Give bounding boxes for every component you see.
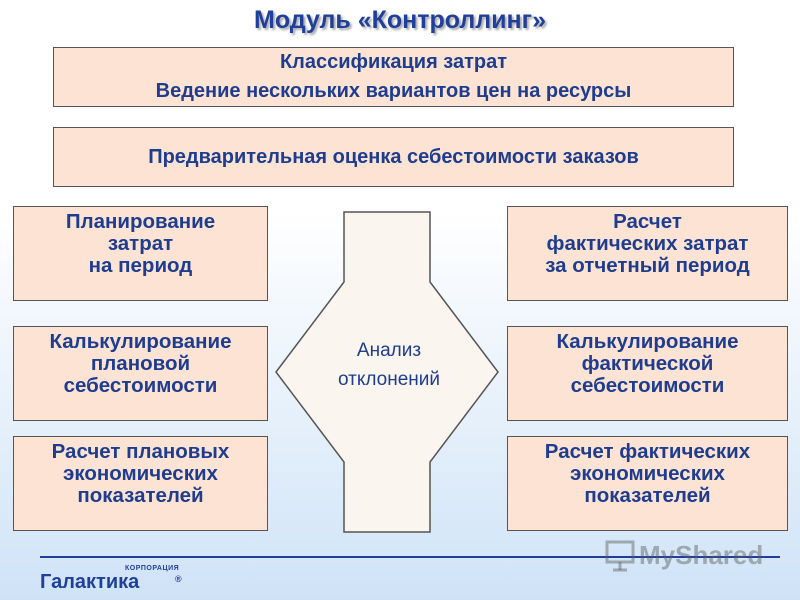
myshared-watermark: MyShared xyxy=(605,535,763,575)
variance-analysis-line: отклонений xyxy=(337,369,441,390)
planned-indicators-line: показателей xyxy=(77,484,204,507)
price-variants-label: Ведение нескольких вариантов цен на ресу… xyxy=(155,80,632,102)
planned-indicators-line: Расчет плановых xyxy=(51,440,230,463)
presentation-board-icon xyxy=(605,540,635,572)
variance-analysis-outline xyxy=(275,211,499,533)
actual-costing-box: Калькулирование фактической себестоимост… xyxy=(507,326,788,421)
actual-costs-line: за отчетный период xyxy=(545,254,750,277)
cost-classification-label: Классификация затрат xyxy=(279,51,508,73)
actual-costs-line: фактических затрат xyxy=(546,232,749,255)
actual-costs-box: Расчет фактических затрат за отчетный пе… xyxy=(507,206,788,301)
planned-costing-line: плановой xyxy=(90,352,191,375)
footer-divider xyxy=(40,556,780,558)
planning-costs-line: на период xyxy=(88,254,193,277)
actual-indicators-line: экономических xyxy=(570,462,725,485)
actual-costing-line: себестоимости xyxy=(570,374,725,397)
planned-costing-line: себестоимости xyxy=(63,374,218,397)
planned-costing-box: Калькулирование плановой себестоимости xyxy=(13,326,268,421)
planned-indicators-box: Расчет плановых экономических показателе… xyxy=(13,436,268,531)
logo-corporation-label: КОРПОРАЦИЯ xyxy=(125,565,180,572)
planning-costs-line: затрат xyxy=(107,232,174,255)
actual-indicators-line: показателей xyxy=(584,484,711,507)
logo-registered-mark: ® xyxy=(175,574,182,584)
planned-costing-line: Калькулирование xyxy=(49,330,232,353)
logo-brand-name: Галактика xyxy=(40,571,140,593)
planned-indicators-line: экономических xyxy=(63,462,218,485)
variance-analysis-label: Анализ отклонений xyxy=(304,336,474,394)
preliminary-estimate-box: Предварительная оценка себестоимости зак… xyxy=(53,127,734,187)
planning-costs-box: Планирование затрат на период xyxy=(13,206,268,301)
watermark-text: MyShared xyxy=(639,539,764,570)
variance-analysis-shape xyxy=(275,211,499,533)
planning-costs-line: Планирование xyxy=(65,210,216,233)
actual-costs-line: Расчет xyxy=(613,210,682,233)
variance-analysis-line: Анализ xyxy=(356,340,422,361)
actual-indicators-box: Расчет фактических экономических показат… xyxy=(507,436,788,531)
page-title: Модуль «Контроллинг» xyxy=(254,6,546,34)
actual-indicators-line: Расчет фактических xyxy=(544,440,751,463)
actual-costing-line: фактической xyxy=(581,352,714,375)
actual-costing-line: Калькулирование xyxy=(556,330,739,353)
cost-classification-box: Классификация затрат Ведение нескольких … xyxy=(53,47,734,107)
preliminary-estimate-label: Предварительная оценка себестоимости зак… xyxy=(148,145,639,168)
